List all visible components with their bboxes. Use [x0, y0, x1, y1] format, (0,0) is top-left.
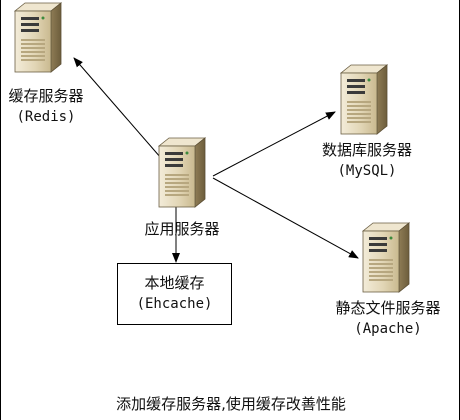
server-tower-icon — [340, 64, 388, 135]
db-server[interactable] — [337, 64, 391, 138]
file-server[interactable] — [359, 222, 413, 296]
local-cache-title: 本地缓存 — [144, 274, 205, 292]
server-tower-icon — [158, 137, 206, 208]
arrow-to-db-server — [212, 111, 336, 177]
local-cache-box[interactable]: 本地缓存 (Ehcache) — [117, 263, 232, 325]
db-server-label: 数据库服务器 (MySQL) — [307, 140, 427, 182]
db-server-title: 数据库服务器 — [321, 141, 412, 159]
file-server-label: 静态文件服务器 (Apache) — [319, 298, 457, 340]
app-server-title: 应用服务器 — [144, 220, 220, 238]
arrow-to-cache-server — [73, 57, 162, 159]
db-server-subtitle: (MySQL) — [337, 163, 397, 179]
app-server-label: 应用服务器 — [126, 219, 238, 240]
file-server-title: 静态文件服务器 — [335, 299, 441, 317]
cache-server-title: 缓存服务器 — [8, 87, 84, 105]
app-server[interactable] — [155, 137, 209, 211]
local-cache-subtitle: (Ehcache) — [136, 296, 213, 312]
file-server-subtitle: (Apache) — [354, 321, 422, 337]
diagram-caption: 添加缓存服务器,使用缓存改善性能 — [116, 395, 346, 413]
arrow-to-file-server — [212, 177, 359, 259]
server-tower-icon — [362, 222, 410, 293]
cache-server[interactable] — [11, 2, 65, 76]
cache-server-label: 缓存服务器 (Redis) — [1, 86, 91, 128]
cache-server-subtitle: (Redis) — [16, 109, 76, 125]
server-tower-icon — [14, 2, 62, 73]
